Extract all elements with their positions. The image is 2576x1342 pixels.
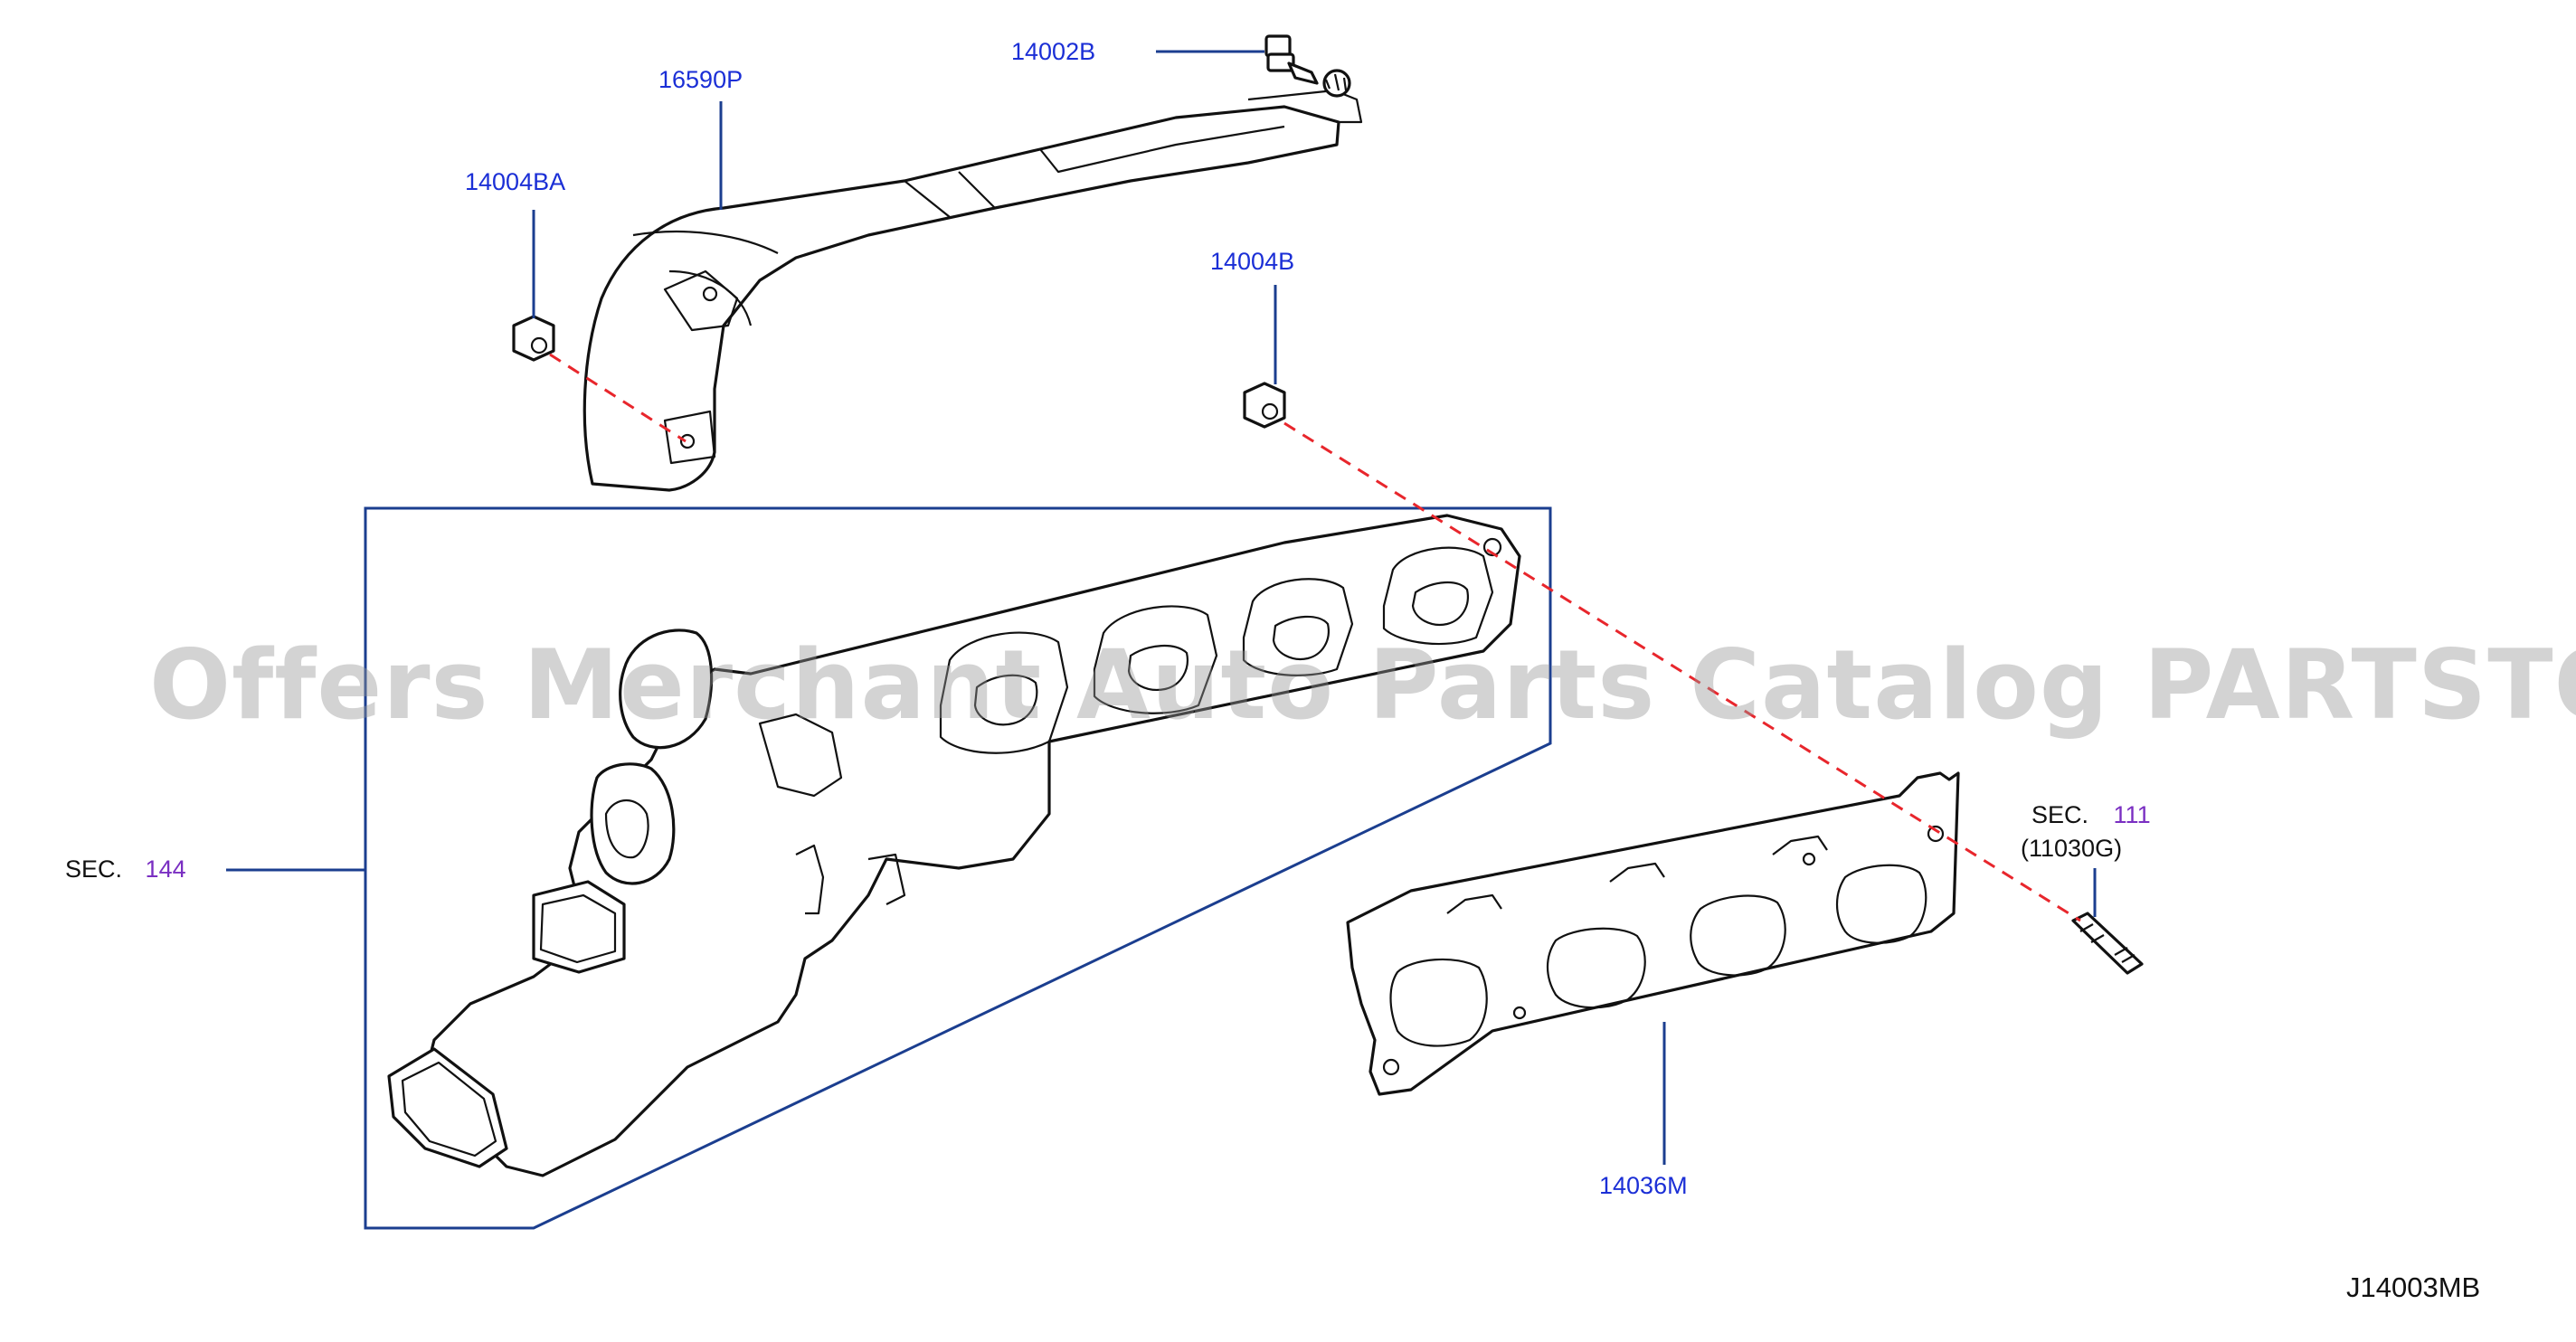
assembly-line-stud: [1283, 421, 2081, 922]
sec-144-number: 144: [145, 855, 186, 883]
assembly-line-14004BA: [549, 353, 687, 443]
sec-111-reference: (11030G): [2021, 835, 2123, 862]
sec-111-prefix: SEC.: [2031, 801, 2089, 828]
heat-insulator-16590P[interactable]: [582, 89, 1363, 492]
sec-144-prefix: SEC.: [65, 855, 123, 883]
callout-14004B[interactable]: 14004B: [1210, 248, 1295, 275]
nut-14004BA[interactable]: [512, 315, 555, 362]
callout-14004BA[interactable]: 14004BA: [465, 168, 566, 195]
sec-111-label[interactable]: SEC. 111: [2031, 803, 2151, 827]
diagram-code: J14003MB: [2346, 1271, 2481, 1303]
stud-11030G[interactable]: [2071, 912, 2144, 975]
callout-14002B[interactable]: 14002B: [1011, 38, 1096, 65]
bolt-14002B[interactable]: [1264, 34, 1351, 98]
exhaust-manifold-gasket-14036M[interactable]: [1346, 771, 1960, 1096]
callout-14036M[interactable]: 14036M: [1599, 1172, 1688, 1199]
exhaust-manifold-turbocharger[interactable]: [387, 514, 1521, 1177]
nut-14004B[interactable]: [1243, 382, 1286, 429]
sec-144-bracket: [364, 506, 1552, 1230]
watermark: Offers Merchant Auto Parts Catalog PARTS…: [149, 629, 2576, 741]
callout-16590P[interactable]: 16590P: [658, 66, 743, 93]
sec-111-number: 111: [2113, 801, 2151, 828]
sec-144-label[interactable]: SEC. 144: [65, 857, 186, 882]
